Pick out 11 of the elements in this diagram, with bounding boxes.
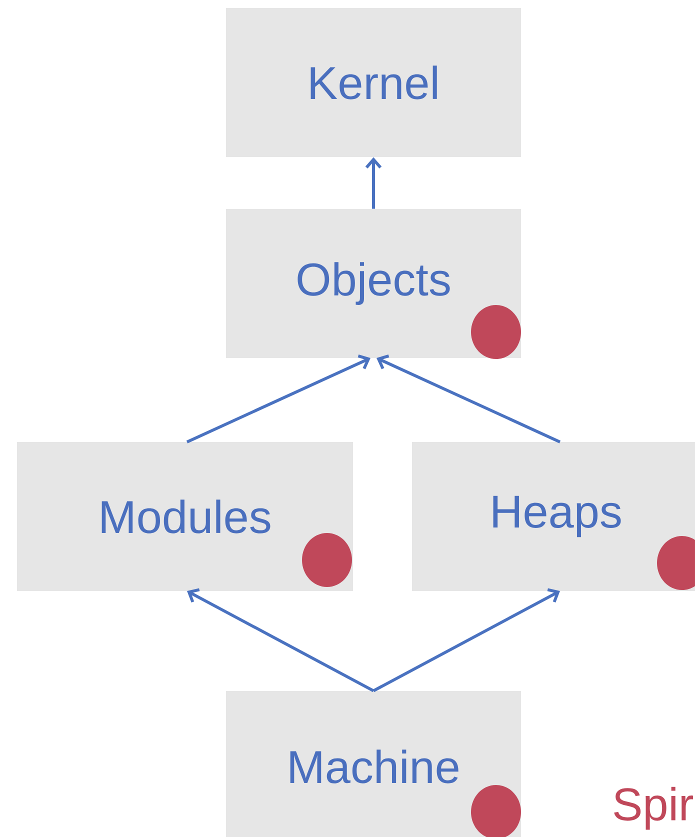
process-box: Objects [226,209,521,358]
process-box: Heaps [412,442,695,591]
arrow [365,157,382,209]
arrow [186,354,370,444]
process-box: Machine [226,691,521,837]
process-box: Modules [17,442,353,591]
arrow [376,354,561,444]
cut-off-text: Spir [614,786,694,830]
process-box: Kernel [226,8,521,157]
arrow [372,588,560,692]
arrow [187,588,374,692]
